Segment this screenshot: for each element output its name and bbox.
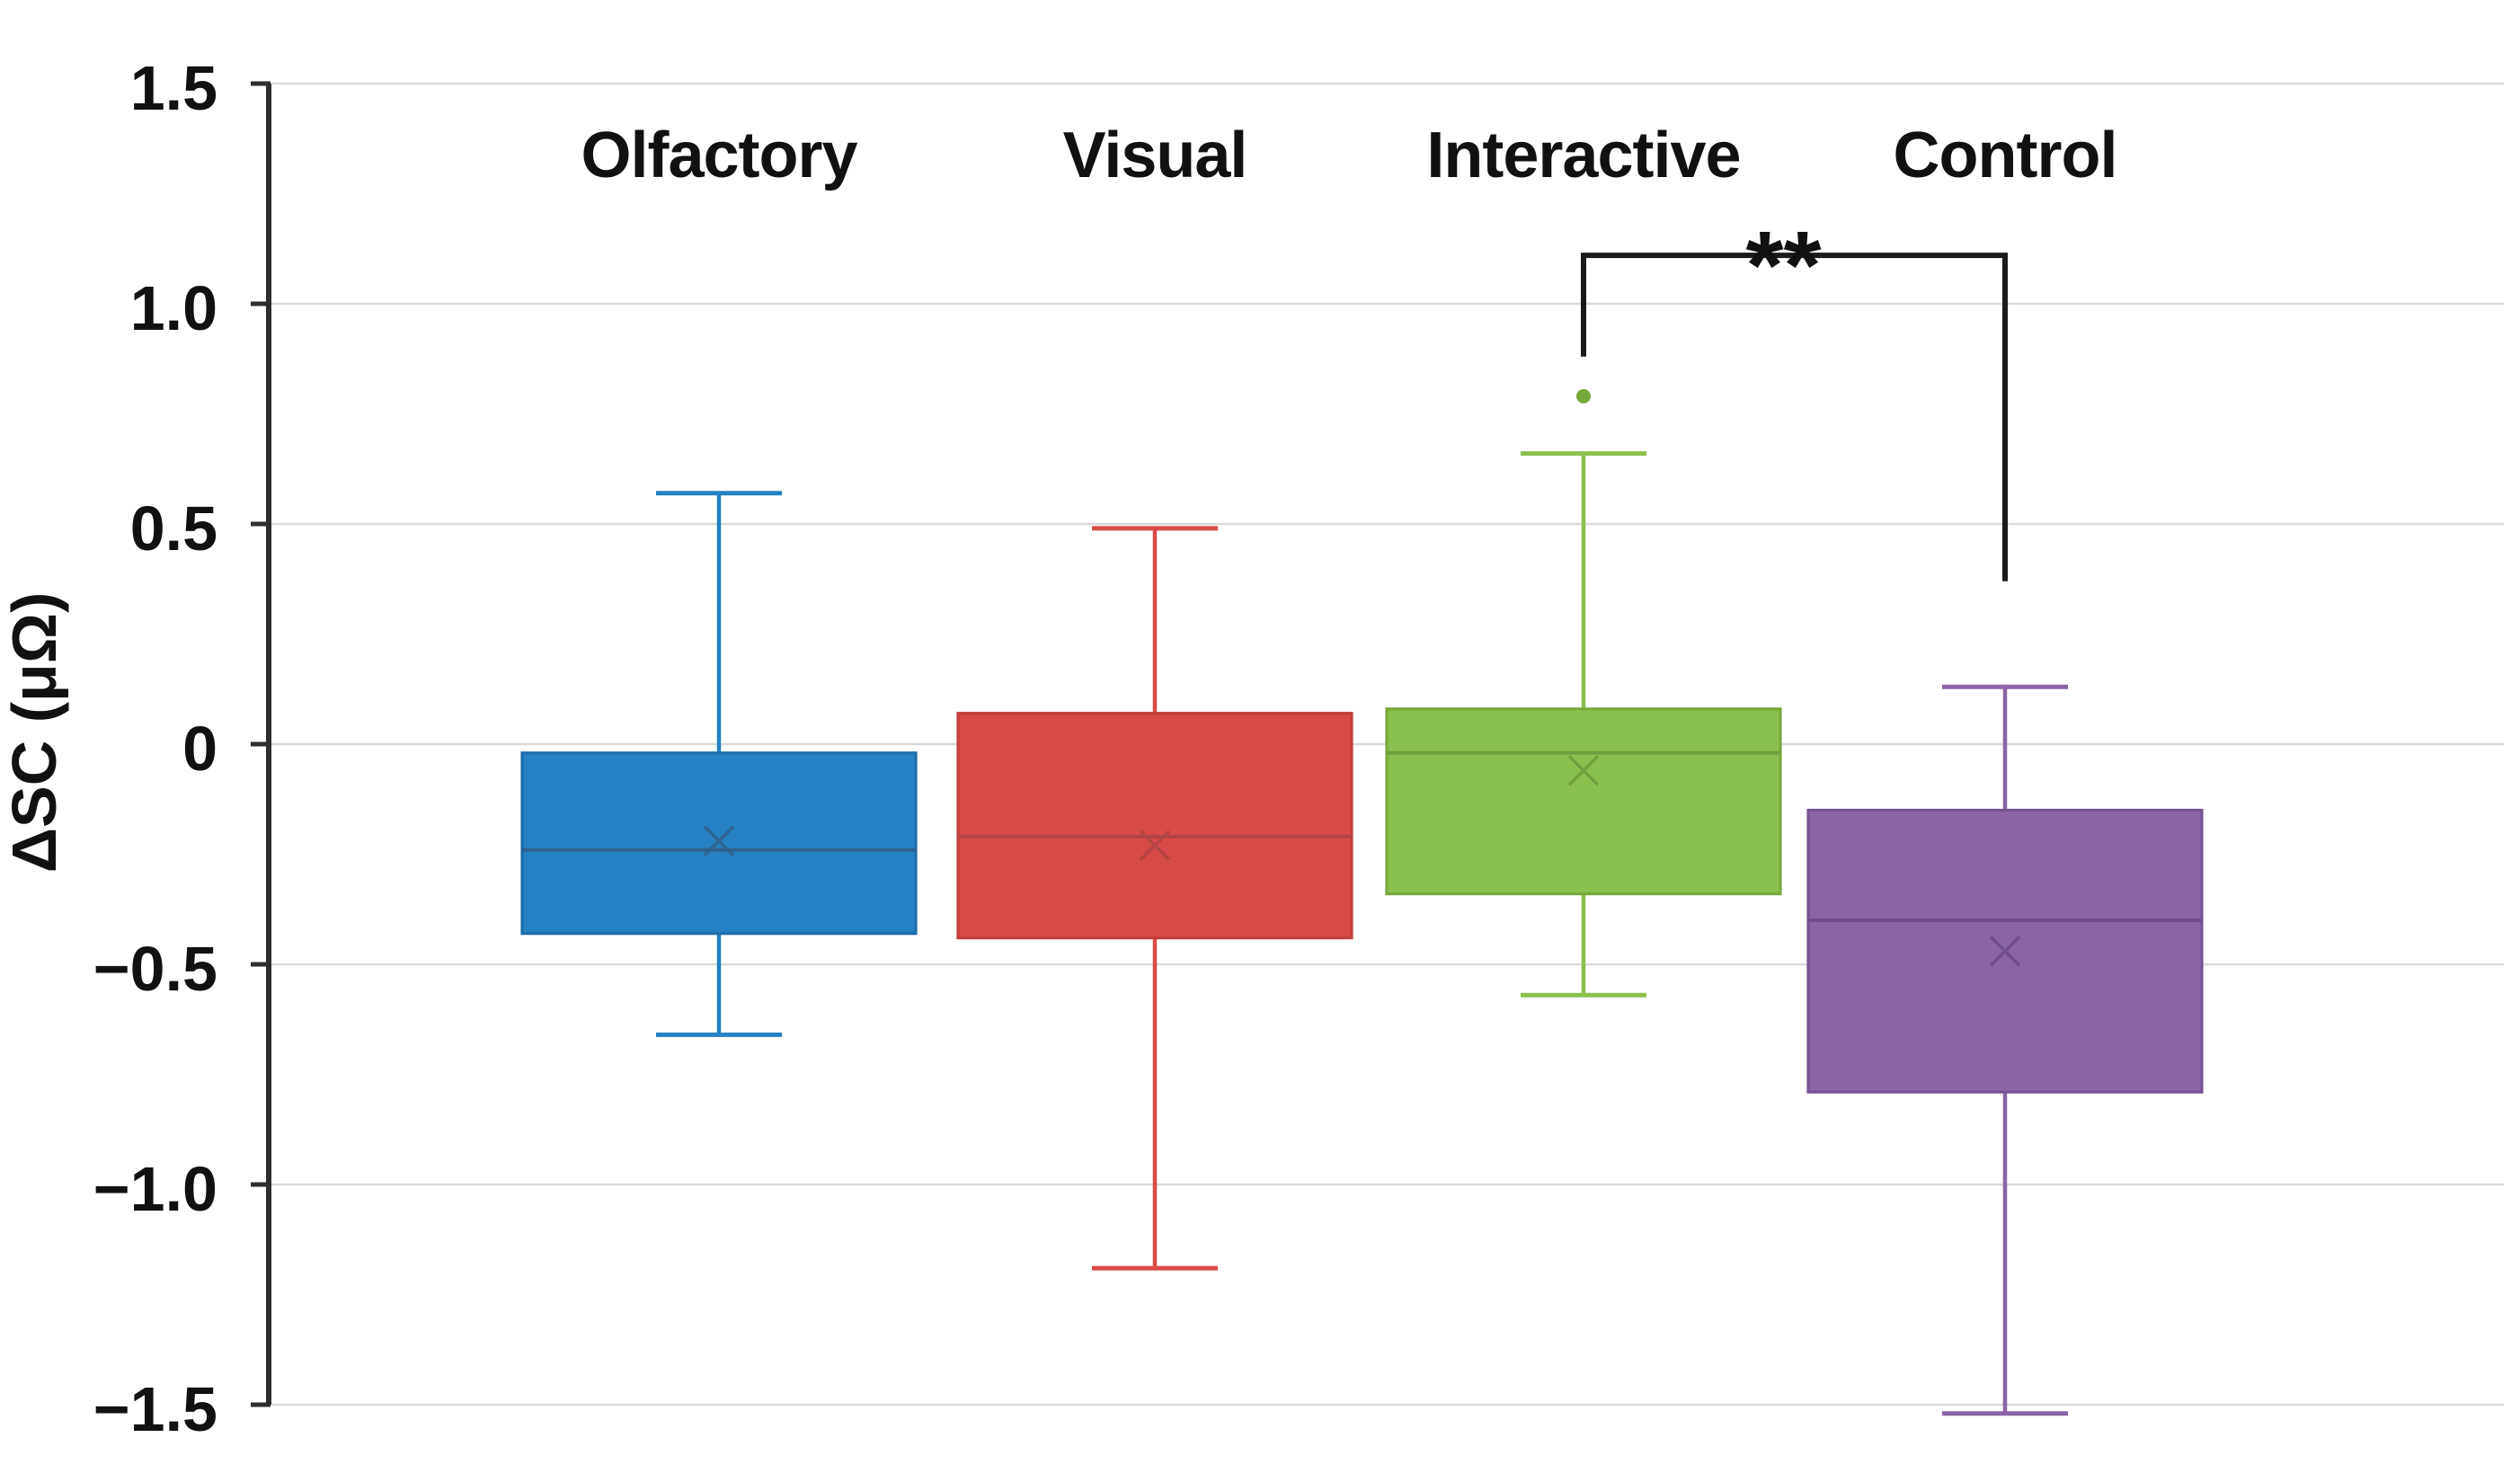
- mean-marker-stroke: [1139, 830, 1171, 861]
- y-axis: 1.5 1.0 0.5 0 −0.5 −1.0 −1.5: [93, 53, 271, 1444]
- category-label-olfactory: Olfactory: [581, 120, 857, 191]
- box-group-olfactory: [520, 491, 918, 1037]
- gridlines: [269, 82, 2504, 1406]
- category-label-control: Control: [1894, 120, 2117, 191]
- y-tick-label: 0: [182, 714, 217, 784]
- y-tick-label: 1.0: [130, 273, 217, 343]
- y-axis-title: ΔSC (μΩ): [0, 592, 69, 874]
- y-tick-label: −1.5: [93, 1374, 217, 1444]
- y-tick-label: −0.5: [93, 934, 217, 1004]
- mean-marker: [1989, 936, 2021, 967]
- mean-marker: [703, 825, 735, 857]
- box-group-interactive: [1385, 388, 1782, 998]
- mean-marker: [1567, 755, 1600, 786]
- significance-bracket: **: [1581, 210, 2008, 581]
- box-group-visual: [956, 526, 1353, 1271]
- box-group-control: [1806, 684, 2204, 1416]
- mean-marker-stroke: [703, 825, 735, 857]
- category-label-visual: Visual: [1063, 120, 1247, 191]
- iqr-box: [1385, 707, 1782, 896]
- y-tick-label: 0.5: [130, 493, 217, 563]
- outlier-point: [1576, 388, 1591, 404]
- mean-marker: [1139, 830, 1171, 861]
- y-tick-label: −1.0: [93, 1154, 217, 1224]
- mean-marker-stroke: [1567, 755, 1600, 786]
- significance-bracket-line: [1581, 253, 2008, 581]
- significance-label: **: [1745, 210, 1821, 319]
- category-label-interactive: Interactive: [1426, 120, 1740, 191]
- mean-marker-stroke: [1989, 936, 2021, 967]
- y-tick-label: 1.5: [130, 53, 217, 123]
- category-labels: Olfactory Visual Interactive Control: [581, 120, 2117, 191]
- iqr-box: [956, 712, 1353, 940]
